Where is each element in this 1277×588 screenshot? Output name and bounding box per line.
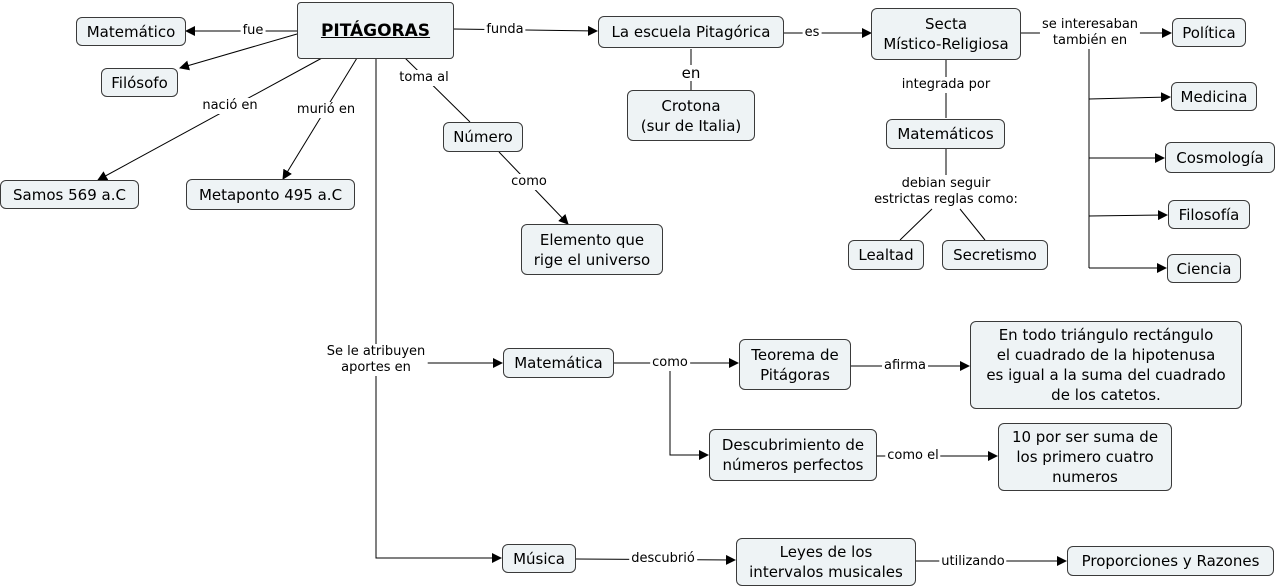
label-integrada-por: integrada por bbox=[899, 77, 993, 93]
connector-murio-en bbox=[282, 57, 358, 180]
label-se-interesaban: se interesaban también en bbox=[1039, 17, 1141, 49]
node-filosofo: Filósofo bbox=[101, 68, 178, 97]
node-crotona: Crotona (sur de Italia) bbox=[627, 90, 755, 141]
node-secretismo: Secretismo bbox=[942, 240, 1048, 270]
node-pitagoras: PITÁGORAS bbox=[297, 2, 454, 59]
node-elemento: Elemento que rige el universo bbox=[521, 224, 663, 275]
node-lealtad: Lealtad bbox=[848, 240, 924, 270]
label-toma-al: toma al bbox=[397, 70, 451, 86]
node-proporciones: Proporciones y Razones bbox=[1067, 546, 1274, 576]
label-nacio-en: nació en bbox=[200, 98, 260, 114]
label-como-matematica: como bbox=[650, 355, 690, 371]
node-matematicos: Matemáticos bbox=[886, 119, 1005, 149]
label-descubrio: descubrió bbox=[629, 551, 697, 567]
node-cosmologia: Cosmología bbox=[1165, 142, 1275, 173]
connector-aportes-trunk bbox=[375, 58, 502, 563]
label-fue: fue bbox=[240, 23, 266, 39]
label-como-el: como el bbox=[885, 448, 941, 464]
connector-como-descubrimiento bbox=[669, 363, 709, 460]
label-murio-en: murió en bbox=[294, 102, 358, 118]
node-metaponto: Metaponto 495 a.C bbox=[186, 179, 355, 210]
label-como-numero: como bbox=[509, 174, 549, 190]
connector-toma-al bbox=[404, 57, 471, 123]
label-debian-seguir: debian seguir estrictas reglas como: bbox=[872, 176, 1020, 208]
node-descubrimiento: Descubrimiento de números perfectos bbox=[709, 429, 877, 481]
node-matematico: Matemático bbox=[76, 17, 186, 46]
connector-lealtad bbox=[899, 208, 933, 241]
connector-medicina bbox=[1088, 92, 1171, 103]
node-medicina: Medicina bbox=[1171, 82, 1257, 111]
node-politica: Política bbox=[1172, 18, 1246, 47]
node-musica: Música bbox=[502, 544, 576, 573]
label-en: en bbox=[679, 64, 703, 82]
node-leyes: Leyes de los intervalos musicales bbox=[736, 538, 916, 586]
node-matematica: Matemática bbox=[503, 348, 614, 378]
connector-secretismo bbox=[959, 208, 986, 241]
node-numero: Número bbox=[443, 122, 523, 152]
label-utilizando: utilizando bbox=[939, 554, 1007, 570]
label-afirma: afirma bbox=[882, 358, 928, 374]
node-afirmacion: En todo triángulo rectángulo el cuadrado… bbox=[970, 321, 1242, 409]
node-filosofia: Filosofía bbox=[1168, 200, 1250, 229]
node-escuela: La escuela Pitagórica bbox=[598, 16, 784, 48]
node-secta: Secta Místico-Religiosa bbox=[871, 8, 1021, 60]
node-samos: Samos 569 a.C bbox=[0, 180, 139, 209]
connector-nacio-en bbox=[97, 57, 323, 181]
label-funda: funda bbox=[484, 22, 526, 38]
connector-filosofia bbox=[1088, 210, 1168, 221]
node-diez: 10 por ser suma de los primero cuatro nu… bbox=[998, 423, 1172, 491]
node-teorema: Teorema de Pitágoras bbox=[739, 339, 851, 390]
node-ciencia: Ciencia bbox=[1167, 254, 1241, 283]
label-se-le-atribuyen: Se le atribuyen aportes en bbox=[324, 344, 428, 376]
connector-fue-filosofo bbox=[179, 33, 298, 71]
label-es: es bbox=[802, 25, 822, 41]
